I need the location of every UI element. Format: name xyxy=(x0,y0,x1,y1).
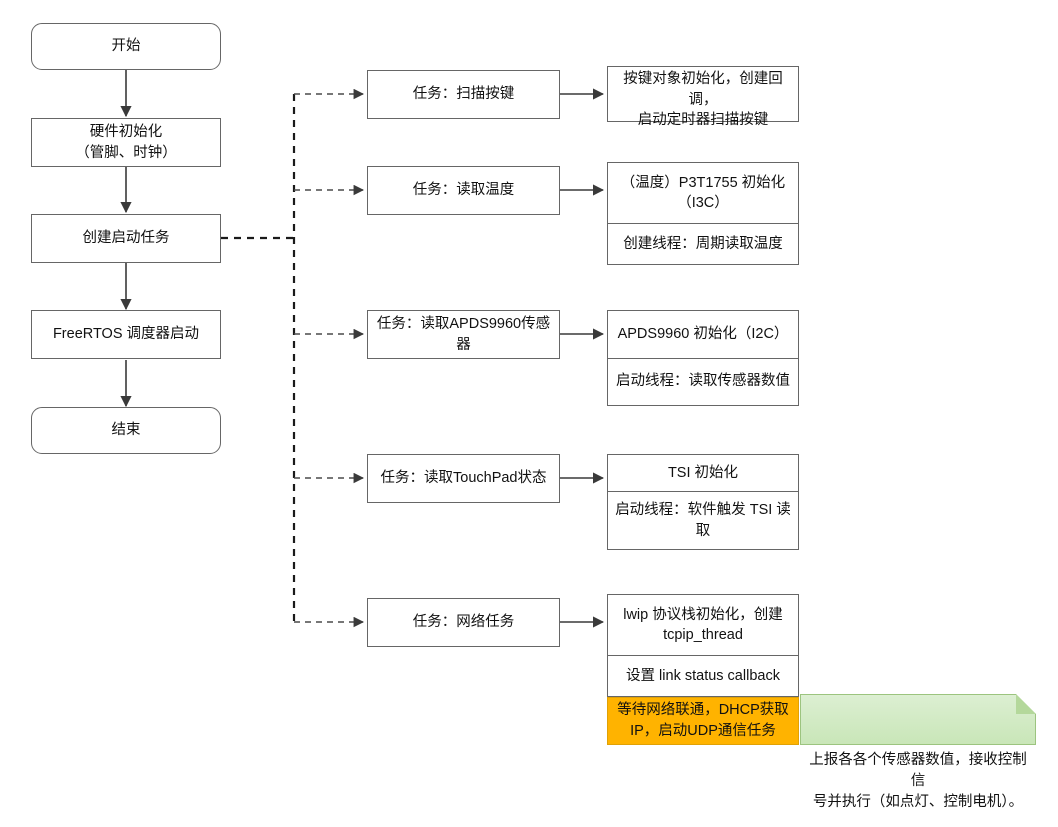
node-freertos-scheduler-start[interactable]: FreeRTOS 调度器启动 xyxy=(31,310,221,359)
detail-stack-network: lwip 协议栈初始化，创建 tcpip_thread 设置 link stat… xyxy=(607,594,799,697)
detail-cell-apds9960-init[interactable]: APDS9960 初始化（I2C） xyxy=(617,325,789,342)
detail-cell-tsi-thread[interactable]: 启动线程：软件触发 TSI 读取 xyxy=(608,491,798,549)
flowchart-canvas: 开始 硬件初始化 （管脚、时钟） 创建启动任务 FreeRTOS 调度器启动 结… xyxy=(31,23,1036,810)
node-hardware-init[interactable]: 硬件初始化 （管脚、时钟） xyxy=(31,118,221,167)
node-end[interactable]: 结束 xyxy=(31,407,221,454)
detail-stack-apds9960: APDS9960 初始化（I2C） 启动线程：读取传感器数值 xyxy=(607,310,799,406)
node-task-read-apds9960[interactable]: 任务：读取APDS9960传感器 xyxy=(367,310,560,359)
detail-cell-key-init[interactable]: 按键对象初始化，创建回调， 启动定时器扫描按键 xyxy=(623,71,783,129)
detail-cell-link-status-callback[interactable]: 设置 link status callback xyxy=(608,655,798,696)
note-dhcp-udp[interactable]: 等待网络联通，DHCP获取 IP，启动UDP通信任务 xyxy=(607,697,799,745)
note-green-body xyxy=(800,694,1036,745)
node-start[interactable]: 开始 xyxy=(31,23,221,70)
node-create-startup-task[interactable]: 创建启动任务 xyxy=(31,214,221,263)
node-task-read-touchpad[interactable]: 任务：读取TouchPad状态 xyxy=(367,454,560,503)
note-sensor-report[interactable]: 上报各各个传感器数值，接收控制信 号并执行（如点灯、控制电机）。 xyxy=(800,694,1036,810)
detail-stack-temperature: （温度）P3T1755 初始化 （I3C） 创建线程：周期读取温度 xyxy=(607,162,799,265)
detail-stack-scan-key: 按键对象初始化，创建回调， 启动定时器扫描按键 xyxy=(607,66,799,128)
detail-cell-p3t1755-init[interactable]: （温度）P3T1755 初始化 （I3C） xyxy=(620,174,786,212)
node-task-read-temperature[interactable]: 任务：读取温度 xyxy=(367,166,560,215)
detail-cell-lwip-init[interactable]: lwip 协议栈初始化，创建 tcpip_thread xyxy=(623,606,783,644)
detail-cell-apds9960-thread[interactable]: 启动线程：读取传感器数值 xyxy=(608,357,798,406)
note-fold-corner-icon xyxy=(1016,694,1036,714)
detail-cell-tsi-init[interactable]: TSI 初始化 xyxy=(667,464,739,481)
detail-cell-temperature-thread[interactable]: 创建线程：周期读取温度 xyxy=(608,223,798,264)
node-task-scan-key[interactable]: 任务：扫描按键 xyxy=(367,70,560,119)
detail-stack-touchpad: TSI 初始化 启动线程：软件触发 TSI 读取 xyxy=(607,454,799,550)
note-green-text: 上报各各个传感器数值，接收控制信 号并执行（如点灯、控制电机）。 xyxy=(809,752,1027,810)
node-task-network[interactable]: 任务：网络任务 xyxy=(367,598,560,647)
